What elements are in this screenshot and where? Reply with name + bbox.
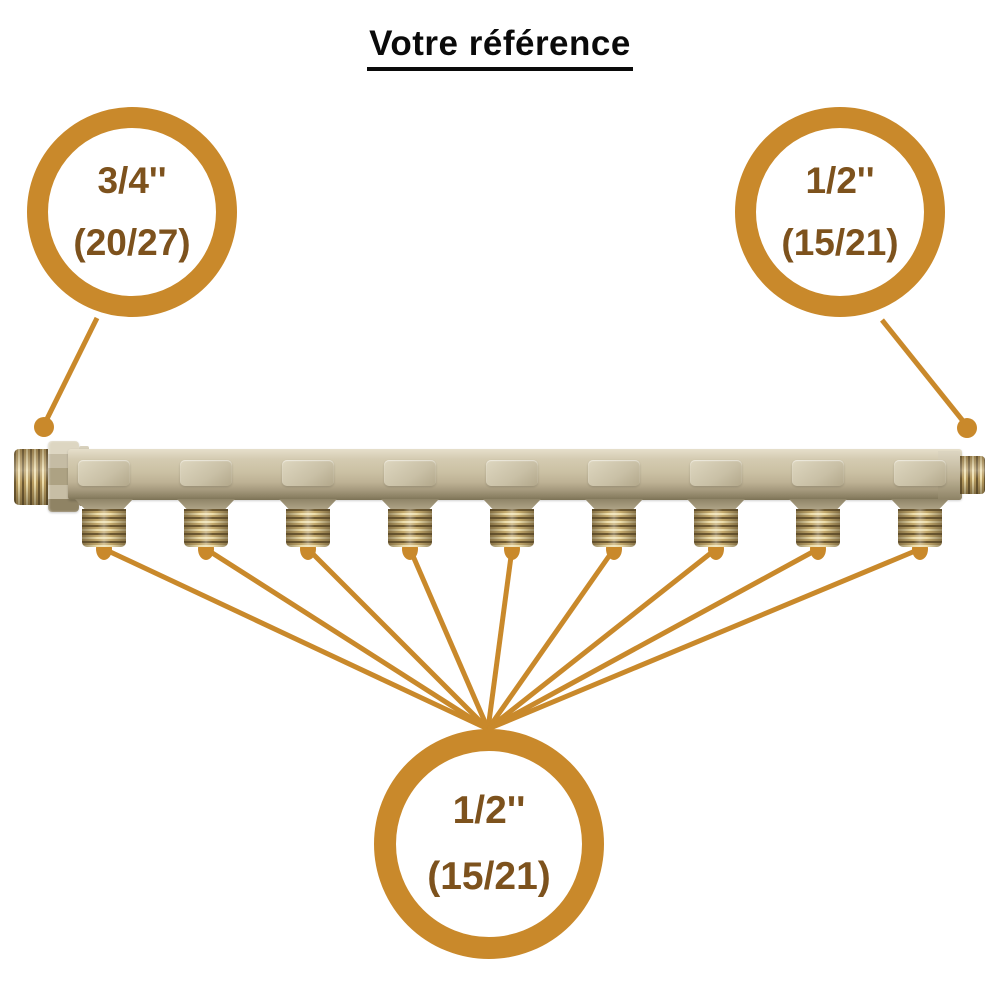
- outlet-neck-5: [483, 499, 541, 510]
- leader-line-right-end: [880, 318, 969, 428]
- body-boss-6: [588, 460, 640, 486]
- leader-line-outlet-2: [204, 546, 490, 732]
- callout-bottom-thread: (15/21): [427, 855, 551, 898]
- leader-line-outlet-1: [102, 546, 490, 732]
- outlet-thread-5: [490, 509, 534, 547]
- leader-line-outlet-4: [407, 548, 491, 730]
- leader-line-outlet-5: [485, 548, 515, 730]
- outlet-thread-9: [898, 509, 942, 547]
- leader-line-outlet-8: [486, 546, 820, 732]
- body-boss-7: [690, 460, 742, 486]
- body-boss-8: [792, 460, 844, 486]
- body-boss-4: [384, 460, 436, 486]
- page-title: Votre référence: [367, 24, 633, 71]
- outlet-neck-6: [585, 499, 643, 510]
- leader-line-outlet-3: [306, 547, 490, 731]
- callout-left-inlet: 3/4'' (20/27): [27, 107, 237, 317]
- callout-bottom-size: 1/2'': [452, 789, 526, 832]
- outlet-thread-2: [184, 509, 228, 547]
- anchor-dot-left-inlet: [34, 417, 54, 437]
- body-boss-9: [894, 460, 946, 486]
- outlet-thread-1: [82, 509, 126, 547]
- leader-line-outlet-7: [486, 547, 718, 731]
- callout-left-thread: (20/27): [73, 222, 191, 263]
- outlet-thread-4: [388, 509, 432, 547]
- male-thread-right-1-2-inch: [960, 456, 985, 494]
- callout-outlets: 1/2'' (15/21): [374, 729, 604, 959]
- outlet-thread-8: [796, 509, 840, 547]
- leader-line-left-inlet: [41, 316, 100, 427]
- body-boss-1: [78, 460, 130, 486]
- body-boss-3: [282, 460, 334, 486]
- outlet-neck-4: [381, 499, 439, 510]
- callout-right-end: 1/2'' (15/21): [735, 107, 945, 317]
- leader-line-outlet-9: [487, 546, 921, 732]
- outlet-neck-3: [279, 499, 337, 510]
- outlet-thread-6: [592, 509, 636, 547]
- leader-line-outlet-6: [485, 547, 617, 731]
- callout-left-size: 3/4'': [97, 160, 167, 201]
- body-boss-5: [486, 460, 538, 486]
- body-boss-2: [180, 460, 232, 486]
- page-title-wrap: Votre référence: [0, 24, 1000, 71]
- outlet-thread-3: [286, 509, 330, 547]
- outlet-thread-7: [694, 509, 738, 547]
- male-thread-left-3-4-inch: [14, 449, 50, 505]
- outlet-neck-7: [687, 499, 745, 510]
- outlet-neck-2: [177, 499, 235, 510]
- anchor-dot-right-end: [957, 418, 977, 438]
- outlet-neck-1: [75, 499, 133, 510]
- callout-right-size: 1/2'': [805, 160, 875, 201]
- outlet-neck-9: [891, 499, 949, 510]
- outlet-neck-8: [789, 499, 847, 510]
- callout-right-thread: (15/21): [781, 222, 899, 263]
